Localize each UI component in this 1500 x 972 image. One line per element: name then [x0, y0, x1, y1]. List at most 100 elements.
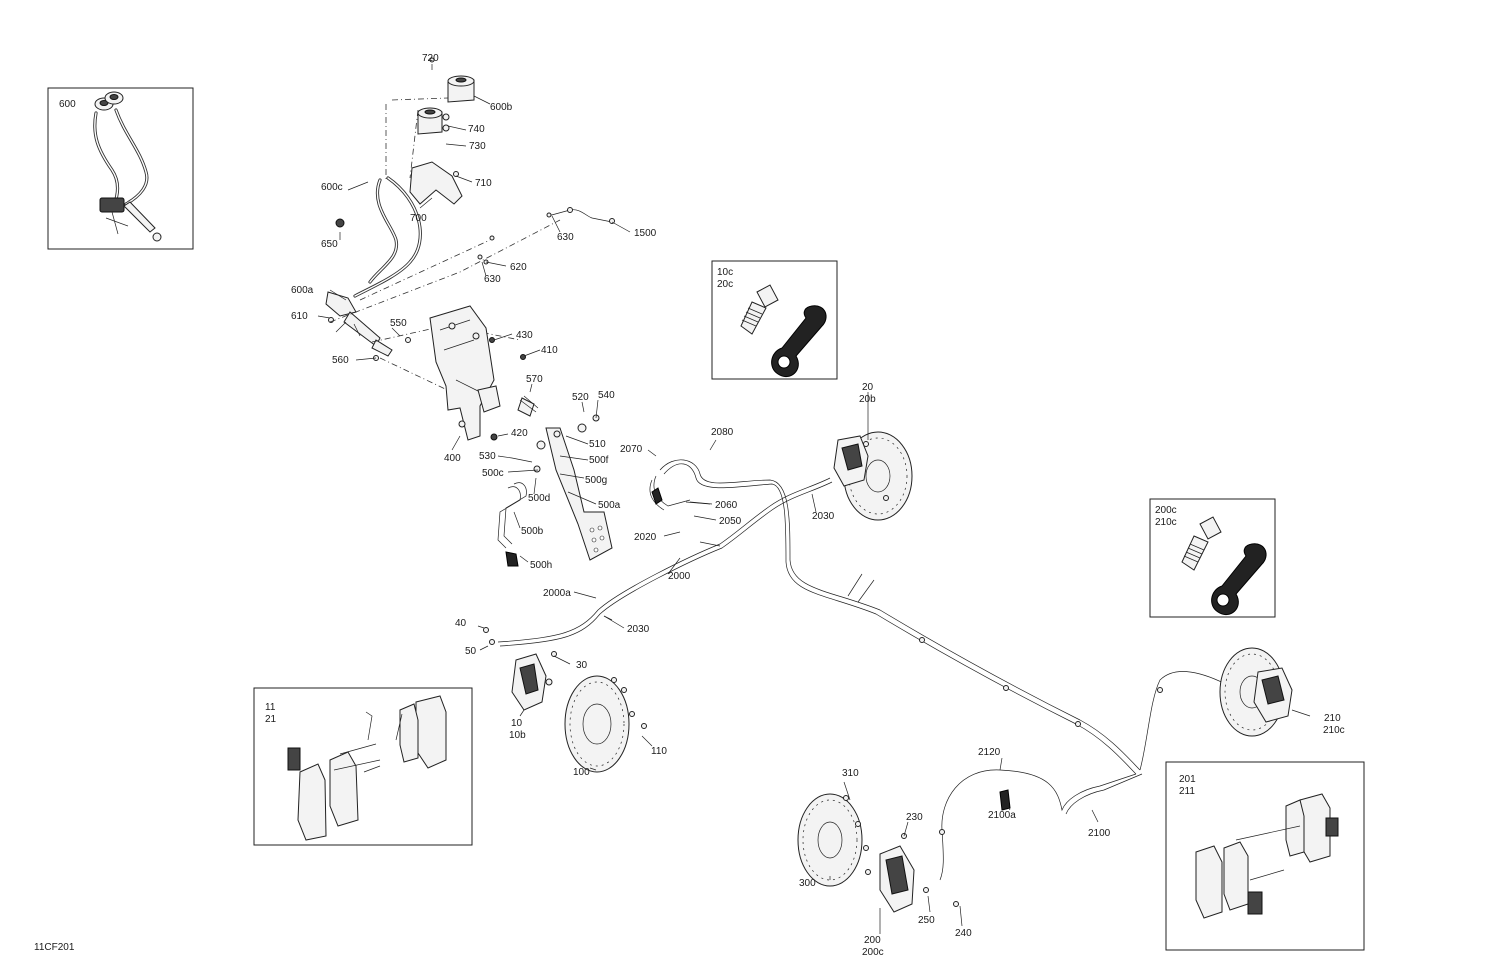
- callout-240: 240: [955, 928, 972, 939]
- callout-500c: 500c: [482, 468, 504, 479]
- callout-530: 530: [479, 451, 496, 462]
- callout-710: 710: [475, 178, 492, 189]
- callout-2020: 2020: [634, 532, 657, 543]
- master-cylinder-assembly-icon: [93, 91, 162, 242]
- callout-100: 100: [573, 767, 590, 778]
- inset-reservoir-assembly: 600: [47, 87, 194, 250]
- front-left-brake-disc: [564, 675, 647, 773]
- callout-2070: 2070: [620, 444, 643, 455]
- callout-700: 700: [410, 213, 427, 224]
- inset-reservoir-label: 600: [59, 99, 76, 110]
- callout-2000a: 2000a: [543, 588, 571, 599]
- front-right-brake-caliper: [833, 435, 869, 487]
- callout-110: 110: [651, 746, 667, 757]
- callout-630-lower: 630: [484, 274, 501, 285]
- callout-500h: 500h: [530, 560, 552, 571]
- callout-500b: 500b: [521, 526, 544, 537]
- callout-500g: 500g: [585, 475, 607, 486]
- brake-pad-icon: [287, 695, 447, 841]
- inset-rear-brake-pads: 201 211: [1165, 761, 1365, 951]
- callout-210: 210: [1324, 713, 1341, 724]
- inset-front-pads-line1: 11: [265, 702, 276, 713]
- callout-1500: 1500: [634, 228, 657, 239]
- inset-front-pads-line2: 21: [265, 714, 277, 725]
- callout-600b: 600b: [490, 102, 513, 113]
- inset-rear-pads-line1: 201: [1179, 774, 1196, 785]
- callout-20b: 20b: [859, 394, 876, 405]
- callout-200c: 200c: [862, 947, 884, 958]
- master-cylinder: [325, 291, 411, 361]
- callout-730: 730: [469, 141, 486, 152]
- callout-2100: 2100: [1088, 828, 1111, 839]
- pedal-bracket: [429, 305, 526, 441]
- callout-300: 300: [799, 878, 816, 889]
- bleeder-screw-icon: [740, 284, 779, 335]
- callout-10b: 10b: [509, 730, 526, 741]
- inset-front-bleeder-screw: 10c 20c: [711, 260, 838, 380]
- inset-rear-bleeder-line1: 200c: [1155, 505, 1177, 516]
- callout-230: 230: [906, 812, 923, 823]
- callout-50: 50: [465, 646, 477, 657]
- callout-30: 30: [576, 660, 588, 671]
- brake-pad-icon: [1195, 793, 1339, 919]
- bleeder-cap-icon: [771, 305, 827, 378]
- callout-500d: 500d: [528, 493, 550, 504]
- bleeder-screw-icon: [1181, 516, 1222, 571]
- callout-560: 560: [332, 355, 349, 366]
- callout-labels: 720 600b 740 730 710 700 600c 650 630 15…: [291, 53, 1345, 958]
- callout-510: 510: [589, 439, 606, 450]
- callout-430: 430: [516, 330, 533, 341]
- callout-410: 410: [541, 345, 558, 356]
- callout-2100a: 2100a: [988, 810, 1016, 821]
- callout-500f: 500f: [589, 455, 609, 466]
- switch-wire: [477, 207, 615, 265]
- rear-left-brake-disc: [797, 793, 871, 887]
- callout-2000: 2000: [668, 571, 691, 582]
- callout-540: 540: [598, 390, 615, 401]
- callout-740: 740: [468, 124, 485, 135]
- callout-20: 20: [862, 382, 874, 393]
- inset-front-brake-pads: 11 21: [253, 687, 473, 846]
- inset-rear-bleeder-screw: 200c 210c: [1149, 498, 1276, 618]
- callout-2030-upper: 2030: [812, 511, 835, 522]
- inset-front-bleeder-line2: 20c: [717, 279, 733, 290]
- callout-310: 310: [842, 768, 859, 779]
- callout-500a: 500a: [598, 500, 621, 511]
- callout-600c: 600c: [321, 182, 343, 193]
- callout-200: 200: [864, 935, 881, 946]
- callout-550: 550: [390, 318, 407, 329]
- brake-lines: [497, 459, 1241, 881]
- callout-leader-lines: [317, 64, 1311, 934]
- rear-right-brake-caliper: [1253, 667, 1293, 723]
- callout-630-upper: 630: [557, 232, 574, 243]
- brake-fluid-reservoir-group: [385, 57, 475, 205]
- callout-210c: 210c: [1323, 725, 1345, 736]
- callout-420: 420: [511, 428, 528, 439]
- callout-2030-lower: 2030: [627, 624, 650, 635]
- inset-rear-pads-line2: 211: [1179, 786, 1195, 797]
- callout-10: 10: [511, 718, 523, 729]
- figure-code: 11CF201: [34, 942, 75, 953]
- callout-650: 650: [321, 239, 338, 250]
- callout-2080: 2080: [711, 427, 734, 438]
- callout-570: 570: [526, 374, 543, 385]
- callout-2050: 2050: [719, 516, 742, 527]
- callout-250: 250: [918, 915, 935, 926]
- callout-620: 620: [510, 262, 527, 273]
- callout-40: 40: [455, 618, 467, 629]
- callout-2060: 2060: [715, 500, 738, 511]
- callout-610: 610: [291, 311, 308, 322]
- inset-front-bleeder-line1: 10c: [717, 267, 733, 278]
- callout-720: 720: [422, 53, 439, 64]
- assembly-line: [329, 219, 561, 397]
- callout-2120: 2120: [978, 747, 1001, 758]
- rear-left-brake-caliper: [879, 829, 959, 913]
- front-left-brake-caliper: [483, 627, 557, 711]
- master-cylinder-hoses: [335, 176, 422, 298]
- bleeder-cap-icon: [1211, 543, 1267, 616]
- callout-600a: 600a: [291, 285, 314, 296]
- inset-rear-bleeder-line2: 210c: [1155, 517, 1177, 528]
- callout-400: 400: [444, 453, 461, 464]
- callout-520: 520: [572, 392, 589, 403]
